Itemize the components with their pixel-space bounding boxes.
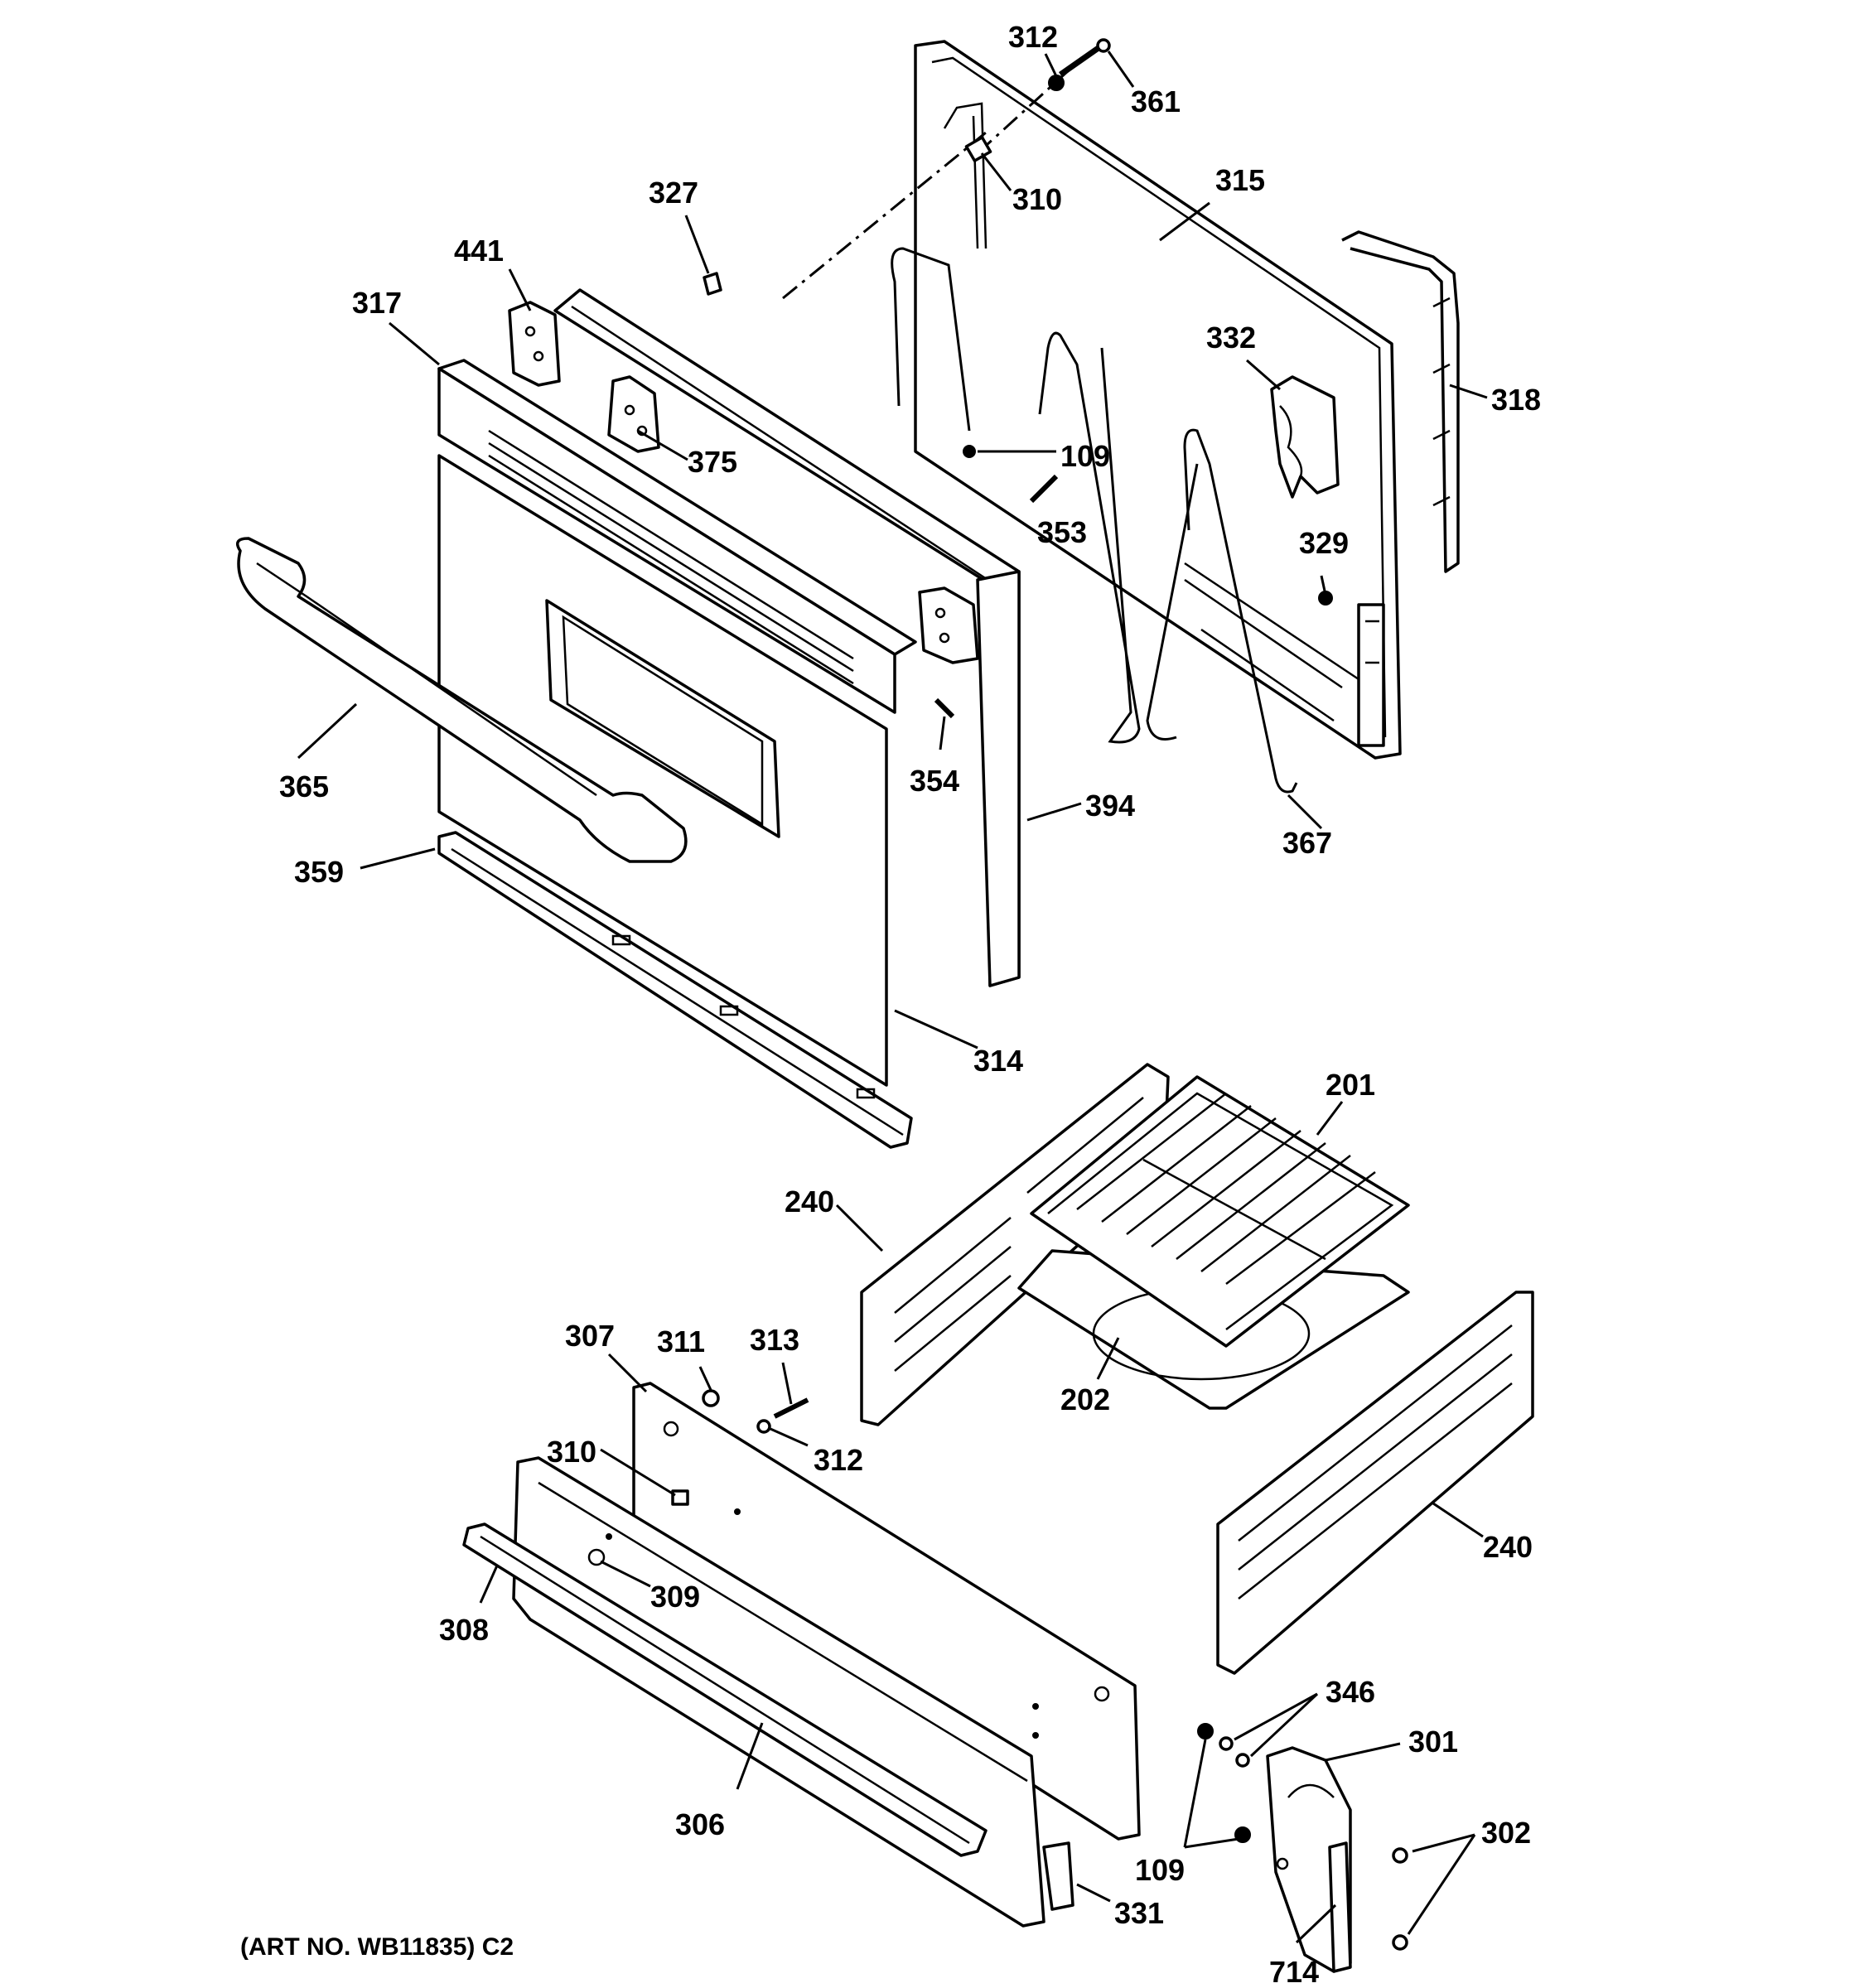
label-394: 394 — [1085, 789, 1135, 823]
label-306: 306 — [675, 1807, 725, 1841]
label-202: 202 — [1060, 1382, 1110, 1416]
door-gasket-318 — [1341, 230, 1460, 573]
label-312-lower: 312 — [814, 1443, 863, 1477]
label-367: 367 — [1282, 826, 1332, 860]
label-312-top: 312 — [1008, 20, 1058, 54]
label-309: 309 — [650, 1580, 700, 1614]
door-bottom-trim-359 — [437, 831, 913, 1149]
label-353: 353 — [1037, 515, 1087, 549]
rail-714 — [1328, 1841, 1352, 1973]
washer-312 — [756, 1419, 771, 1434]
screw-361 — [1058, 38, 1111, 77]
label-310-lower: 310 — [547, 1435, 596, 1469]
insulation-332 — [1270, 375, 1340, 499]
label-318: 318 — [1491, 383, 1541, 417]
broiler-side-240-right — [1216, 1291, 1534, 1675]
label-354: 354 — [910, 764, 959, 798]
art-number-footer: (ART NO. WB11835) C2 — [240, 1933, 514, 1961]
outer-door-314 — [437, 359, 917, 1087]
label-307: 307 — [565, 1319, 615, 1353]
door-vent-slots — [488, 429, 854, 685]
label-346: 346 — [1326, 1675, 1375, 1709]
label-313: 313 — [750, 1323, 799, 1357]
hinge-clip-327 — [703, 272, 722, 296]
label-331: 331 — [1114, 1896, 1164, 1930]
label-301: 301 — [1408, 1725, 1458, 1759]
broiler-grid-slots — [1076, 1093, 1376, 1285]
label-332: 332 — [1206, 321, 1256, 355]
nut-109 — [963, 445, 976, 458]
part-labels: 312 361 310 315 327 441 317 375 332 318 … — [279, 20, 1541, 1988]
door-frame-394 — [508, 288, 1021, 987]
label-714: 714 — [1269, 1955, 1319, 1988]
label-365: 365 — [279, 770, 329, 803]
label-302: 302 — [1481, 1816, 1531, 1850]
label-109-lower: 109 — [1135, 1853, 1185, 1887]
nuts-346-109 — [1197, 1723, 1251, 1843]
label-240-right: 240 — [1483, 1530, 1533, 1564]
label-361: 361 — [1131, 84, 1181, 118]
bracket-375 — [607, 375, 660, 453]
broiler-grid-201 — [1030, 1075, 1410, 1348]
label-317: 317 — [352, 286, 402, 320]
label-327: 327 — [649, 176, 698, 210]
leader-lines — [297, 51, 1488, 1944]
screw-354 — [934, 697, 955, 719]
door-handle-365 — [235, 537, 688, 863]
label-359: 359 — [294, 855, 344, 889]
label-308: 308 — [439, 1613, 489, 1647]
screw-313 — [773, 1397, 809, 1419]
label-441: 441 — [454, 234, 504, 268]
bracket-331 — [1042, 1841, 1074, 1911]
label-329: 329 — [1299, 526, 1349, 560]
door-wire-hangers-367 — [891, 247, 1298, 794]
label-201: 201 — [1326, 1068, 1375, 1102]
nut-311 — [702, 1389, 720, 1407]
label-240-left: 240 — [785, 1185, 834, 1218]
label-109-upper: 109 — [1060, 439, 1110, 473]
label-311: 311 — [657, 1325, 705, 1358]
drawer-handle-308 — [462, 1522, 988, 1857]
hinge-pin-310-lower — [671, 1489, 689, 1506]
label-375: 375 — [688, 445, 737, 479]
label-315: 315 — [1215, 163, 1265, 197]
inner-door-panel-315 — [914, 40, 1402, 760]
screws-302 — [1392, 1847, 1408, 1951]
screw-353 — [1029, 474, 1059, 504]
label-314: 314 — [973, 1044, 1023, 1078]
label-310-top: 310 — [1012, 182, 1062, 216]
nut-312 — [1048, 75, 1065, 91]
